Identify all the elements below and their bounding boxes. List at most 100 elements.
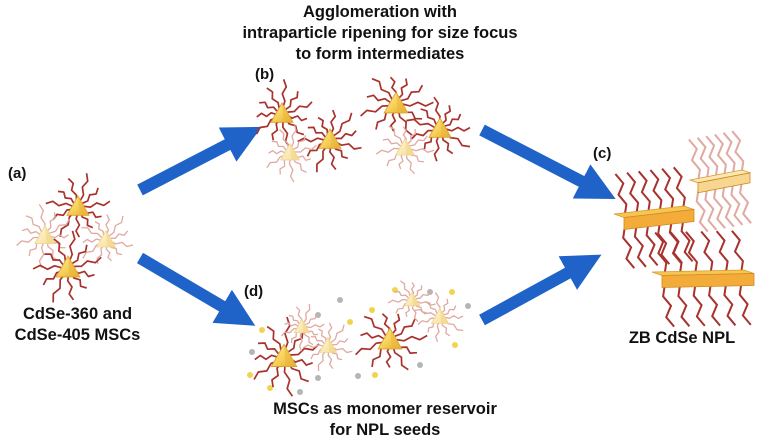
- ligand-chain: [441, 134, 454, 155]
- ligand-chain: [738, 283, 752, 326]
- cluster-facet: [106, 230, 116, 248]
- cluster-facet: [290, 143, 300, 161]
- ligand-chain: [414, 308, 437, 317]
- ligand-chain: [385, 345, 392, 368]
- ligand-chain: [391, 313, 401, 335]
- ligand-chain: [52, 273, 66, 303]
- ligand-chain: [396, 334, 428, 342]
- ligand-chain: [271, 140, 287, 151]
- ligand-chain: [257, 342, 279, 355]
- ligand-chain: [82, 187, 99, 204]
- monomer-reservoir-caption: MSCs as monomer reservoir for NPL seeds: [273, 400, 497, 439]
- ligand-chain: [688, 138, 701, 181]
- msc-cluster: [16, 204, 71, 269]
- ligand-chain: [441, 298, 449, 314]
- ligand-chain: [444, 315, 464, 320]
- arrow-a-to-b: [137, 126, 262, 196]
- nanoplatelet: [613, 166, 695, 269]
- ligand-chain: [279, 129, 289, 149]
- monomer-dot: [449, 289, 455, 295]
- ligand-chain: [366, 94, 391, 103]
- nanoplatelet: [651, 230, 755, 328]
- ligand-chain: [327, 322, 333, 342]
- ligand-chain: [57, 190, 75, 204]
- ligand-chain: [692, 284, 706, 327]
- ligand-chain: [731, 130, 745, 173]
- ligand-chain: [290, 123, 297, 149]
- ligand-chain: [297, 137, 325, 143]
- cluster-facet: [45, 225, 56, 244]
- cluster-facet: [68, 256, 80, 277]
- ligand-chain: [722, 132, 736, 175]
- ligand-chain: [409, 147, 435, 153]
- ligand-chain: [626, 171, 640, 214]
- ligand-chain: [649, 169, 663, 212]
- ligand-chain: [110, 240, 134, 248]
- ligand-chain: [78, 173, 89, 202]
- reservoir-cluster: [354, 313, 428, 371]
- msc-cluster: [81, 214, 134, 265]
- ligand-chain: [680, 220, 694, 263]
- cluster-facet: [440, 117, 452, 138]
- ligand-chain: [46, 240, 58, 262]
- ligand-chain: [685, 231, 698, 274]
- monomer-dot: [372, 372, 378, 378]
- monomer-dot: [465, 303, 471, 309]
- cluster-facet: [78, 195, 90, 216]
- monomer-dot: [347, 319, 353, 325]
- platelet-side-face: [697, 172, 751, 194]
- pathway-title: Agglomeration with intraparticle ripenin…: [242, 3, 518, 63]
- ligand-chain: [335, 130, 357, 140]
- monomer-dot: [259, 327, 265, 333]
- ligand-chain: [354, 341, 385, 356]
- ligand-chain: [268, 149, 286, 155]
- ligand-chain: [371, 77, 393, 100]
- cluster-facet: [328, 337, 337, 353]
- ligand-chain: [360, 332, 385, 340]
- ligand-chain: [441, 321, 451, 337]
- monomer-dot: [417, 362, 423, 368]
- ligand-chain: [331, 346, 353, 354]
- ligand-chain: [730, 183, 744, 226]
- ligand-chain: [302, 344, 324, 349]
- monomer-dot: [452, 342, 458, 348]
- msc-cluster: [32, 230, 102, 303]
- arrow-b-to-c: [479, 124, 616, 200]
- ligand-chain: [50, 233, 69, 239]
- ligand-chain: [714, 133, 727, 176]
- reservoir-cluster: [302, 322, 353, 372]
- intermediate-cluster: [297, 109, 362, 173]
- ligand-chain: [405, 152, 416, 175]
- ligand-chain: [398, 78, 408, 99]
- ligand-chain: [310, 335, 325, 345]
- ligand-chain: [700, 230, 714, 273]
- ligand-chain: [721, 185, 735, 228]
- ligand-chain: [333, 112, 353, 137]
- ligand-chain: [45, 200, 73, 207]
- ligand-chain: [410, 129, 435, 140]
- ligand-chain: [441, 105, 452, 125]
- cluster-facet: [390, 328, 402, 349]
- ligand-chain: [394, 290, 409, 299]
- ligand-chain: [259, 101, 278, 112]
- cluster-facet: [440, 308, 449, 324]
- monomer-dot: [267, 385, 273, 391]
- ligand-chain: [375, 147, 401, 155]
- ligand-chain: [82, 238, 102, 244]
- ligand-chain: [266, 154, 286, 169]
- ligand-chain: [94, 221, 105, 236]
- ligand-chain: [388, 125, 403, 145]
- platelet-side-face: [623, 209, 695, 230]
- ligand-chain: [330, 109, 337, 135]
- arrow-d-to-c: [479, 254, 602, 326]
- ligand-chain: [317, 116, 329, 135]
- ligand-chain: [298, 330, 303, 352]
- panel-label-b: (b): [255, 66, 275, 83]
- ligand-chain: [49, 218, 71, 234]
- ligand-chain: [622, 226, 636, 269]
- ligand-chain: [661, 167, 675, 210]
- ligand-chain: [394, 318, 416, 337]
- ligand-chain: [696, 137, 710, 180]
- ligand-chain: [360, 104, 390, 117]
- ligand-chain: [662, 285, 675, 328]
